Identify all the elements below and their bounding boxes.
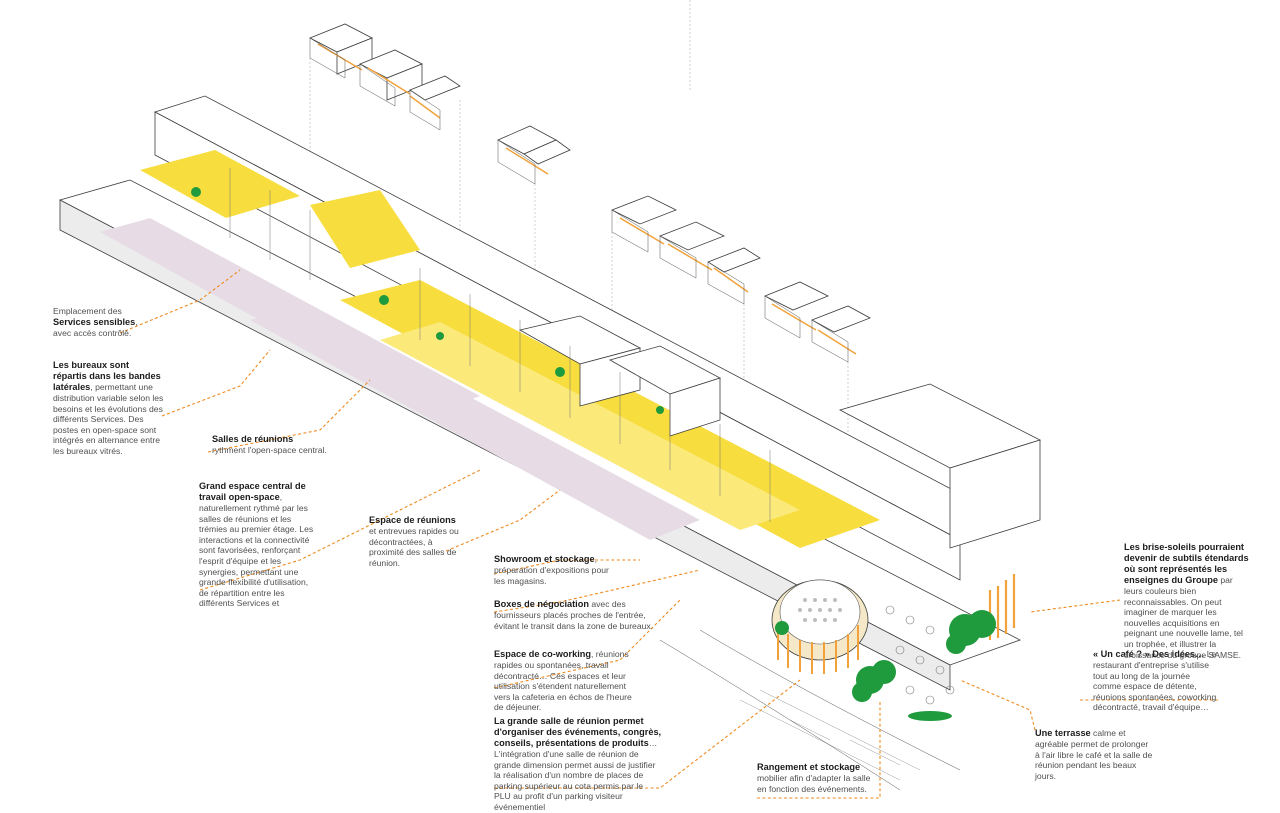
salles-bold: Salles de réunions xyxy=(212,434,294,444)
rangement-body: mobilier afin d'adapter la salle en fonc… xyxy=(757,773,871,794)
grande-salle-bold1: La grande salle de réunion permet xyxy=(494,716,644,726)
annotation-espace-reunions: Espace de réunions et entrevues rapides … xyxy=(369,515,459,568)
cafe-body: Le restaurant d'entreprise s'utilise tou… xyxy=(1093,649,1217,713)
services-line3: avec accès contrôlé. xyxy=(53,327,132,338)
services-bold: Services sensibles xyxy=(53,316,136,327)
coworking-bold: Espace de co-working xyxy=(494,649,592,659)
services-line1: Emplacement des xyxy=(53,306,122,316)
annotation-cafe: « Un café ? » Des idées… Le restaurant d… xyxy=(1093,649,1217,713)
building-mass xyxy=(58,95,1042,691)
salles-body: rythment l'open-space central. xyxy=(212,445,327,455)
grand-espace-bold1: Grand espace central de xyxy=(199,481,306,491)
showroom-bold: Showroom et stockage xyxy=(494,554,595,564)
brise-soleils-bold: Les brise-soleils pourraient devenir de … xyxy=(1124,542,1249,585)
grande-salle-bold2: d'organiser des événements, congrès, con… xyxy=(494,727,662,748)
annotation-bureaux: Les bureaux sont répartis dans les bande… xyxy=(53,360,168,457)
annotation-terrasse: Une terrasse calme et agréable permet de… xyxy=(1035,728,1153,781)
bureaux-bold3: latérales xyxy=(53,382,91,392)
boxes-body: avec des fournisseurs placés proches de … xyxy=(494,599,654,631)
annotation-showroom: Showroom et stockage, préparation d'expo… xyxy=(494,554,614,586)
roof-frame-3 xyxy=(611,195,761,305)
leader-lines xyxy=(119,269,1220,799)
brise-soleils-body: par leurs couleurs bien reconnaissables.… xyxy=(1124,575,1243,660)
terrasse-bold: Une terrasse xyxy=(1035,728,1091,738)
bureaux-body: , permettant une distribution variable s… xyxy=(53,382,164,456)
annotation-brise-soleils: Les brise-soleils pourraient devenir de … xyxy=(1124,542,1249,660)
coworking-body: , réunions rapides ou spontanées, travai… xyxy=(494,649,632,713)
annotation-boxes: Boxes de négociation avec des fournisseu… xyxy=(494,599,654,631)
grand-espace-body: , naturellement rythmé par les salles de… xyxy=(199,492,314,609)
roof-frame-1 xyxy=(309,23,461,131)
grande-salle-body: … L'intégration d'une salle de réunion d… xyxy=(494,738,658,812)
annotation-rangement: Rangement et stockage mobilier afin d'ad… xyxy=(757,762,875,794)
meeting-hall xyxy=(659,574,1016,791)
cafe-bold: « Un café ? » Des idées… xyxy=(1093,649,1205,659)
annotation-grand-espace: Grand espace central de travail open-spa… xyxy=(199,481,317,609)
espace-reunions-body: et entrevues rapides ou décontractées, à… xyxy=(369,526,459,568)
grand-espace-bold2: travail open-space xyxy=(199,492,280,502)
annotation-services: Emplacement des Services sensibles, avec… xyxy=(53,306,138,338)
bureaux-bold1: Les bureaux sont xyxy=(53,360,130,370)
trees xyxy=(191,187,996,721)
annotation-salles: Salles de réunions rythment l'open-space… xyxy=(212,434,332,456)
roof-frame-4 xyxy=(764,281,871,363)
terrasse-body: calme et agréable permet de prolonger à … xyxy=(1035,728,1153,781)
showroom-body: , préparation d'expositions pour les mag… xyxy=(494,554,609,586)
espace-reunions-bold: Espace de réunions xyxy=(369,515,456,525)
roof-frames xyxy=(309,0,871,450)
annotation-grande-salle: La grande salle de réunion permet d'orga… xyxy=(494,716,662,813)
rangement-bold: Rangement et stockage xyxy=(757,762,861,772)
boxes-bold: Boxes de négociation xyxy=(494,599,589,609)
bureaux-bold2: répartis dans les bandes xyxy=(53,371,161,381)
roof-frame-2 xyxy=(497,125,571,185)
annotation-coworking: Espace de co-working, réunions rapides o… xyxy=(494,649,639,713)
